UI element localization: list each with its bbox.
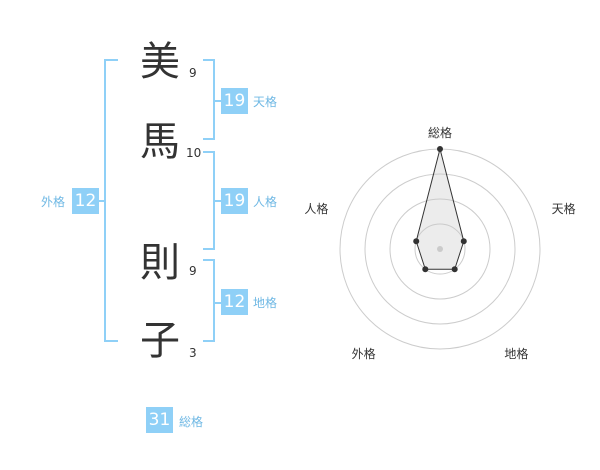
tenkaku-value: 19 (221, 88, 248, 114)
radar-axis-label-4: 外格 (352, 346, 376, 361)
name-char-3: 則 (140, 240, 180, 286)
radar-axis-label-3: 地格 (504, 346, 528, 361)
name-char-2: 馬 (140, 119, 180, 165)
name-char-1: 美 (140, 39, 180, 85)
name-char-4-strokes: 3 (189, 346, 197, 360)
soukaku-value: 31 (146, 407, 173, 433)
jinkaku-value: 19 (221, 188, 248, 214)
chikaku-connector (213, 302, 221, 304)
radar-point-1 (437, 146, 443, 152)
name-char-1-strokes: 9 (189, 66, 197, 80)
radar-ring-1 (414, 223, 466, 275)
radar-ring-3 (364, 173, 516, 325)
chikaku-label: 地格 (253, 296, 278, 310)
radar-point-5 (413, 238, 420, 245)
radar-point-2 (460, 238, 467, 245)
name-char-4: 子 (140, 318, 180, 364)
name-char-2-strokes: 10 (186, 146, 202, 160)
radar-polygon (415, 148, 465, 270)
jinkaku-connector (213, 200, 221, 202)
radar-point-3 (451, 266, 458, 273)
radar-center (437, 246, 443, 252)
name-char-3-strokes: 9 (189, 264, 197, 278)
chikaku-bracket (203, 259, 215, 342)
radar-axis-label-2: 天格 (552, 201, 576, 216)
radar-axis-label-1: 総格 (428, 125, 452, 140)
chikaku-value: 12 (221, 289, 248, 315)
radar-point-4 (422, 266, 429, 273)
jinkaku-label: 人格 (253, 195, 278, 209)
gaikaku-connector (98, 200, 106, 202)
tenkaku-bracket (203, 59, 215, 140)
radar-ring-2 (389, 198, 491, 300)
tenkaku-label: 天格 (253, 95, 278, 109)
radar-axis-label-5: 人格 (304, 201, 328, 216)
tenkaku-connector (213, 100, 221, 102)
gaikaku-value: 12 (72, 188, 99, 214)
gaikaku-label: 外格 (41, 195, 66, 209)
soukaku-label: 総格 (179, 415, 204, 429)
